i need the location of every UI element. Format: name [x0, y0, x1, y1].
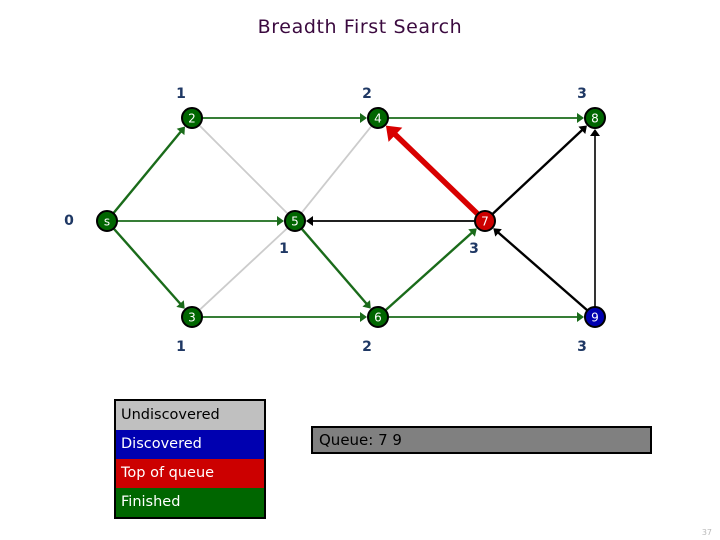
graph-node-2[interactable]: 2 [181, 107, 203, 129]
legend-row-undiscovered: Undiscovered [116, 401, 264, 430]
graph-node-distance-3: 1 [176, 339, 186, 355]
graph-node-label-2: 2 [188, 112, 196, 126]
graph-node-distance-7: 3 [469, 241, 479, 257]
graph-edge-arrowhead-s-5 [277, 216, 284, 226]
graph-node-6[interactable]: 6 [367, 306, 389, 328]
graph-node-3[interactable]: 3 [181, 306, 203, 328]
graph-node-5[interactable]: 5 [284, 210, 306, 232]
graph-edge-6-7 [385, 230, 475, 311]
graph-node-circle-9 [584, 306, 606, 328]
graph-edge-s-2 [112, 128, 184, 214]
graph-edge-5-6 [300, 228, 370, 307]
legend-label-top-of-queue: Top of queue [121, 465, 215, 481]
graph-node-circle-2 [181, 107, 203, 129]
graph-node-circle-5 [284, 210, 306, 232]
graph-edge-arrowhead-9-7 [493, 228, 502, 237]
graph-node-9[interactable]: 9 [584, 306, 606, 328]
legend: Undiscovered Discovered Top of queue Fin… [114, 399, 266, 519]
graph-node-label-9: 9 [591, 311, 599, 325]
graph-node-distance-2: 1 [176, 86, 186, 102]
graph-edge-arrowhead-4-8 [577, 113, 584, 123]
legend-row-discovered: Discovered [116, 430, 264, 459]
graph-node-distance-s: 0 [64, 213, 74, 229]
graph-node-label-4: 4 [374, 112, 382, 126]
graph-node-distance-4: 2 [362, 86, 372, 102]
graph-edge-arrowhead-6-7 [468, 228, 477, 237]
graph-node-distance-5: 1 [279, 241, 289, 257]
graph-node-circle-4 [367, 107, 389, 129]
legend-row-finished: Finished [116, 488, 264, 517]
legend-label-discovered: Discovered [121, 436, 202, 452]
graph-edge-arrowhead-9-8 [590, 129, 600, 136]
graph-node-distance-8: 3 [577, 86, 587, 102]
graph-node-7[interactable]: 7 [474, 210, 496, 232]
graph-edge-arrowhead-7-4 [385, 125, 403, 142]
graph-edge-arrowhead-7-5 [306, 216, 313, 226]
graph-edge-arrowhead-6-9 [577, 312, 584, 322]
edge-layer [112, 113, 600, 322]
graph-node-label-5: 5 [291, 215, 299, 229]
graph-edge-3-5 [199, 227, 288, 311]
graph-node-circle-s [96, 210, 118, 232]
graph-edge-arrowhead-s-3 [176, 300, 185, 309]
graph-node-8[interactable]: 8 [584, 107, 606, 129]
graph-node-label-8: 8 [591, 112, 599, 126]
queue-status-box: Queue: 7 9 [311, 426, 652, 454]
legend-label-finished: Finished [121, 494, 181, 510]
graph-node-circle-3 [181, 306, 203, 328]
graph-edge-arrowhead-5-6 [362, 300, 371, 309]
graph-node-circle-7 [474, 210, 496, 232]
graph-edge-arrowhead-3-6 [360, 312, 367, 322]
graph-node-label-7: 7 [481, 215, 489, 229]
graph-node-4[interactable]: 4 [367, 107, 389, 129]
legend-label-undiscovered: Undiscovered [121, 407, 220, 423]
graph-edge-7-4 [389, 128, 480, 216]
graph-edge-5-4 [300, 126, 372, 214]
graph-edge-9-7 [495, 229, 588, 311]
graph-node-circle-6 [367, 306, 389, 328]
graph-edge-s-3 [113, 228, 184, 307]
page-title: Breadth First Search [257, 16, 463, 38]
graph-node-label-3: 3 [188, 311, 196, 325]
graph-node-circle-8 [584, 107, 606, 129]
graph-edge-2-5 [198, 124, 288, 214]
legend-row-top-of-queue: Top of queue [116, 459, 264, 488]
graph-node-distance-9: 3 [577, 339, 587, 355]
graph-edge-arrowhead-s-2 [176, 126, 185, 136]
queue-label: Queue: 7 9 [319, 431, 402, 449]
graph-node-label-6: 6 [374, 311, 382, 325]
graph-edge-7-8 [491, 127, 585, 215]
graph-edge-arrowhead-2-4 [360, 113, 367, 123]
graph-node-s[interactable]: s [96, 210, 118, 232]
node-layer: s 2 3 5 4 6 7 8 9 [96, 107, 606, 328]
graph-node-label-s: s [104, 215, 110, 229]
page-number: 37 [701, 528, 712, 537]
graph-edge-arrowhead-7-8 [578, 125, 587, 134]
graph-node-distance-6: 2 [362, 339, 372, 355]
